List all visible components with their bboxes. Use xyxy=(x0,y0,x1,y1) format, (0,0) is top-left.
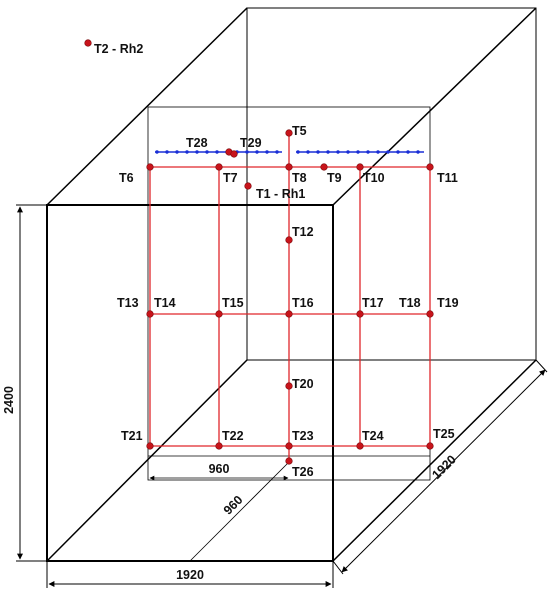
sensor-label-T7: T7 xyxy=(223,171,238,185)
sensor-point-T16 xyxy=(285,310,293,318)
sensor-label-T29: T29 xyxy=(240,136,262,150)
sensor-point-T23 xyxy=(285,442,293,450)
airflow-line-left xyxy=(155,150,282,154)
sensor-point-T5 xyxy=(285,129,293,137)
sensor-label-T2: T2 - Rh2 xyxy=(94,42,143,56)
sensor-label-T15: T15 xyxy=(222,296,244,310)
sensor-point-T21 xyxy=(146,442,154,450)
sensor-label-T16: T16 xyxy=(292,296,314,310)
sensor-label-T6: T6 xyxy=(119,171,134,185)
airflow-line-right xyxy=(296,150,424,154)
inner-width-dimension-label: 960 xyxy=(209,462,230,476)
depth-dimension-label: 1920 xyxy=(429,452,459,482)
plane-diagonal xyxy=(189,460,291,562)
sensor-label-T14: T14 xyxy=(154,296,176,310)
sensor-point-T24 xyxy=(356,442,364,450)
sensor-label-T21: T21 xyxy=(121,429,143,443)
front-width-dimension xyxy=(46,561,334,588)
sensor-label-T22: T22 xyxy=(222,429,244,443)
sensor-point-T20 xyxy=(285,382,293,390)
sensor-label-T17: T17 xyxy=(362,296,384,310)
sensor-point-T9 xyxy=(320,163,328,171)
sensor-label-T18: T18 xyxy=(399,296,421,310)
sensor-point-T29 xyxy=(230,150,238,158)
sensor-point-T10 xyxy=(356,163,364,171)
edge-top-left xyxy=(46,7,248,206)
sensor-point-T1 xyxy=(244,182,252,190)
front-width-dimension-label: 1920 xyxy=(176,568,204,582)
sensor-point-T22 xyxy=(215,442,223,450)
edge-bottom-left xyxy=(46,359,248,562)
sensor-grid xyxy=(149,133,431,461)
sensor-label-T5: T5 xyxy=(292,124,307,138)
sensor-point-T2 xyxy=(84,39,92,47)
sensor-point-T7 xyxy=(215,163,223,171)
height-dimension-label: 2400 xyxy=(2,386,16,414)
sensor-point-T25 xyxy=(426,442,434,450)
back-wall xyxy=(246,7,537,361)
diagonal-dimension-label: 960 xyxy=(221,493,246,518)
sensor-label-T11: T11 xyxy=(437,171,458,185)
sensor-point-T11 xyxy=(426,163,434,171)
sensor-point-T15 xyxy=(215,310,223,318)
sensor-point-T6 xyxy=(146,163,154,171)
sensor-label-T9: T9 xyxy=(327,171,342,185)
sensor-point-T12 xyxy=(285,236,293,244)
sensor-label-T28: T28 xyxy=(186,136,208,150)
sensor-label-T26: T26 xyxy=(292,465,314,479)
sensor-label-T12: T12 xyxy=(292,225,314,239)
edge-bottom-right xyxy=(332,359,537,562)
sensor-label-T24: T24 xyxy=(362,429,384,443)
height-dimension xyxy=(16,204,47,562)
sensor-point-T8 xyxy=(285,163,293,171)
sensor-point-T17 xyxy=(356,310,364,318)
sensor-label-T23: T23 xyxy=(292,429,314,443)
sensor-label-T10: T10 xyxy=(363,171,385,185)
sensor-label-T20: T20 xyxy=(292,377,314,391)
sensor-point-T26 xyxy=(285,457,293,465)
sensor-label-T19: T19 xyxy=(437,296,459,310)
sensor-point-T13 xyxy=(146,310,154,318)
sensor-label-T25: T25 xyxy=(433,427,455,441)
sensor-label-T1: T1 - Rh1 xyxy=(256,187,305,201)
sensor-label-T8: T8 xyxy=(292,171,307,185)
depth-dimension xyxy=(332,359,548,575)
sensor-point-T19 xyxy=(426,310,434,318)
edge-top-right xyxy=(332,7,537,206)
sensor-label-T13: T13 xyxy=(117,296,139,310)
